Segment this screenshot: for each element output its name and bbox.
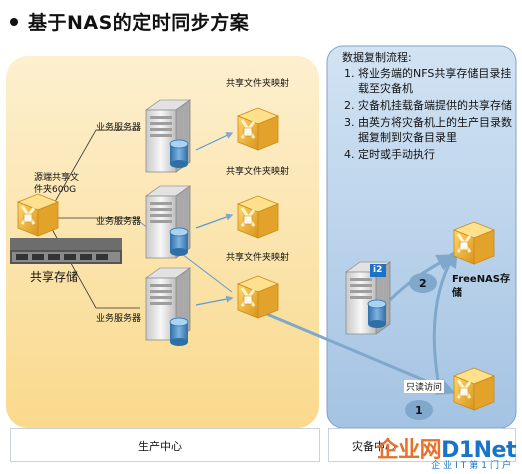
production-label: 生产中心 (138, 440, 182, 453)
step-marker-text: 2 (419, 277, 427, 290)
process-steps: 将业务端的NFS共享存储目录挂载至灾备机 灾备机挂载备端提供的共享存储 由英方将… (342, 66, 514, 162)
readonly-label: 只读访问 (404, 380, 445, 393)
share-map-label: 共享文件夹映射 (226, 167, 290, 177)
disk-icon (169, 139, 189, 169)
shared-storage-label: 共享存储 (30, 270, 79, 284)
share-map-label: 共享文件夹映射 (226, 253, 290, 263)
storage-box-icon (16, 192, 60, 238)
server-label: 业务服务器 (96, 217, 142, 227)
step-marker-1 (405, 400, 433, 420)
page-title: 基于NAS的定时同步方案 (10, 8, 249, 35)
watermark-logo: 企业网D1Net (376, 432, 517, 464)
storage-box-icon (452, 220, 496, 266)
dr-label: 灾备中心 (352, 440, 396, 453)
process-note: 数据复制流程: 将业务端的NFS共享存储目录挂载至灾备机 灾备机挂载备端提供的共… (342, 50, 514, 164)
i2-badge (370, 264, 386, 277)
source-label: 件夹600G (34, 185, 77, 195)
connector-line (47, 129, 140, 215)
storage-box-icon (452, 366, 496, 412)
mapping-arrow (195, 213, 234, 229)
step-marker-text: 1 (415, 404, 423, 417)
replication-arrow (261, 310, 456, 395)
share-map-label: 共享文件夹映射 (226, 79, 290, 89)
mapping-arrow (195, 132, 234, 151)
title-text: 基于NAS的定时同步方案 (28, 12, 250, 34)
source-label: 源端共享文 (34, 173, 80, 183)
mapping-arrow (195, 295, 234, 306)
watermark-sub: 企业IT第1门户 (431, 461, 514, 471)
freenas-label: 储 (452, 288, 462, 299)
disk-array-icon (10, 238, 122, 264)
freenas-label: FreeNAS存 (452, 274, 510, 285)
process-step: 由英方将灾备机上的生产目录数据复制到灾备目录里 (358, 115, 514, 145)
storage-box-icon (236, 274, 280, 320)
i2-badge-text: i2 (373, 265, 383, 275)
server-label: 业务服务器 (96, 314, 142, 324)
process-step: 灾备机挂载备端提供的共享存储 (358, 98, 514, 113)
watermark-brand: 企业网 (376, 438, 442, 463)
step-marker-2 (409, 273, 437, 293)
disk-icon (169, 317, 189, 347)
process-step: 将业务端的NFS共享存储目录挂载至灾备机 (358, 66, 514, 96)
process-heading: 数据复制流程: (342, 51, 412, 64)
server-label: 业务服务器 (96, 123, 142, 133)
disk-icon (367, 299, 387, 329)
watermark-brand: D1Net (441, 438, 516, 463)
process-step: 定时或手动执行 (358, 147, 514, 162)
storage-box-icon (236, 194, 280, 240)
production-footer (10, 428, 320, 462)
storage-box-icon (236, 106, 280, 152)
disk-icon (169, 227, 189, 257)
dr-footer (328, 428, 516, 462)
bullet-icon (10, 17, 18, 26)
